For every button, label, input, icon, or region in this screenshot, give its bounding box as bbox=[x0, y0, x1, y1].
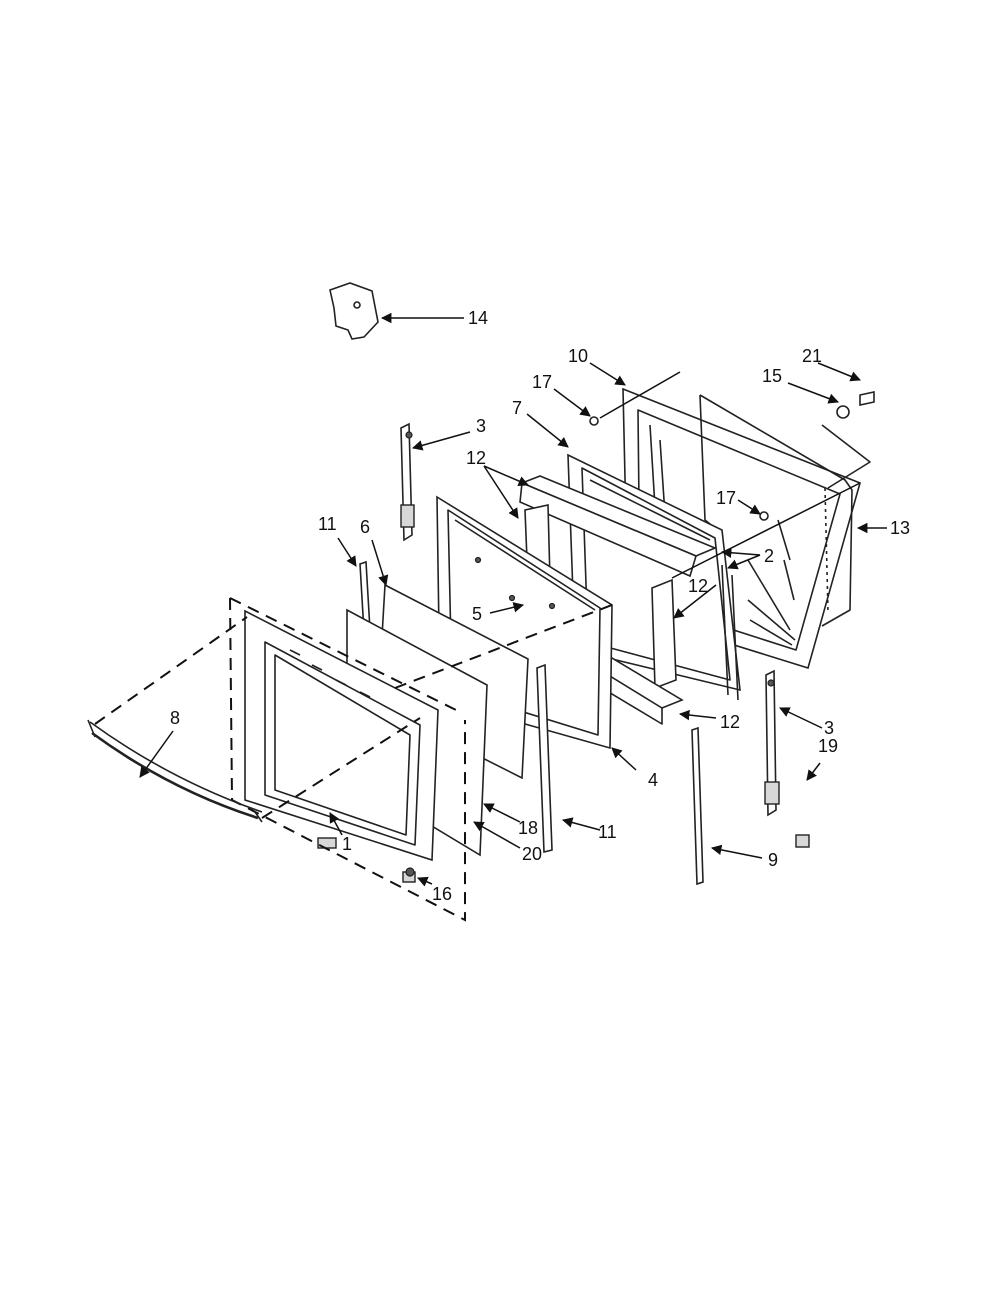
callout-21: 21 bbox=[802, 346, 822, 366]
callout-12: 12 bbox=[688, 576, 708, 596]
callout-20: 20 bbox=[522, 844, 542, 864]
part-11-bracket-right bbox=[536, 663, 553, 854]
callout-3: 3 bbox=[476, 416, 486, 436]
part-3-hinge-right bbox=[764, 669, 780, 817]
callout-3: 3 bbox=[824, 718, 834, 738]
callout-2: 2 bbox=[764, 546, 774, 566]
part-12-insulation-right bbox=[651, 578, 677, 690]
part-2-gasket bbox=[721, 564, 739, 701]
part-20-dashed-envelope bbox=[229, 597, 466, 922]
part-19-screw bbox=[795, 834, 810, 848]
callout-12: 12 bbox=[720, 712, 740, 732]
part-17-bumper-lower bbox=[759, 511, 769, 521]
callout-15: 15 bbox=[762, 366, 782, 386]
callout-5: 5 bbox=[472, 604, 482, 624]
callout-10: 10 bbox=[568, 346, 588, 366]
callout-17: 17 bbox=[532, 372, 552, 392]
callout-12: 12 bbox=[466, 448, 486, 468]
part-16-screw bbox=[402, 867, 416, 883]
callout-11: 11 bbox=[318, 514, 337, 534]
callout-labels: 10 21 15 17 7 14 3 12 13 17 11 6 2 5 12 … bbox=[170, 308, 910, 904]
callout-9: 9 bbox=[768, 850, 778, 870]
part-9-trim-strip bbox=[691, 726, 704, 886]
callout-17: 17 bbox=[716, 488, 736, 508]
part-3-hinge-left bbox=[400, 422, 415, 542]
part-8-handle bbox=[87, 719, 263, 823]
assembly-lines bbox=[94, 371, 861, 819]
callout-7: 7 bbox=[512, 398, 522, 418]
part-15-washer bbox=[836, 405, 850, 419]
callout-13: 13 bbox=[890, 518, 910, 538]
part-12-insulation-upper bbox=[519, 475, 718, 578]
callout-4: 4 bbox=[648, 770, 658, 790]
part-17-bumper-upper bbox=[589, 416, 599, 426]
callout-18: 18 bbox=[518, 818, 538, 838]
callout-8: 8 bbox=[170, 708, 180, 728]
part-14-shield bbox=[329, 282, 379, 340]
part-21-screw bbox=[859, 391, 875, 406]
leader-lines bbox=[139, 312, 887, 887]
callout-16: 16 bbox=[432, 884, 452, 904]
callout-19: 19 bbox=[818, 736, 838, 756]
callout-14: 14 bbox=[468, 308, 488, 328]
callout-6: 6 bbox=[360, 517, 370, 537]
callout-11: 11 bbox=[598, 822, 617, 842]
callout-1: 1 bbox=[342, 834, 352, 854]
part-20-outer-door bbox=[244, 609, 439, 862]
